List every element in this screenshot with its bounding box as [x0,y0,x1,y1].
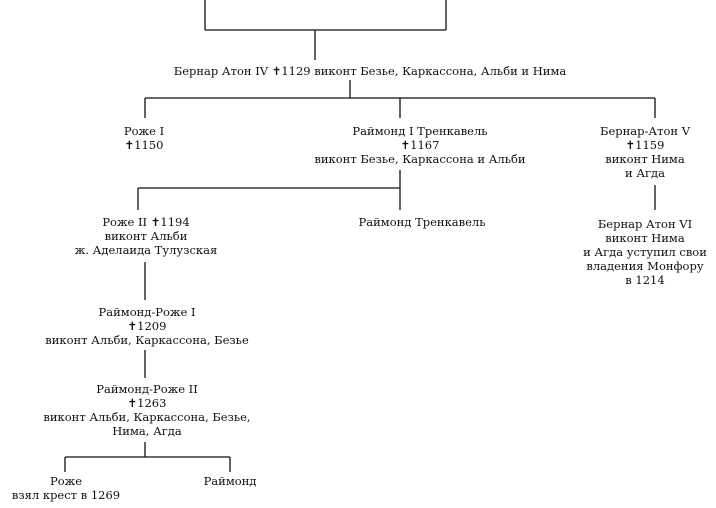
node-title: виконт Нима [605,231,685,245]
node-name: Бернар Атон VI [597,217,693,231]
node-text: Бернар Атон IV ✝1129 виконт Безье, Карка… [173,64,567,78]
node-title-2: Нима, Агда [112,424,182,438]
node-death: ✝1150 [124,138,164,152]
node-name: Роже [49,474,83,488]
node-raymond-i-trencavel: Раймонд I Тренкавель ✝1167 виконт Безье,… [314,124,525,166]
node-title: виконт Нима [605,152,685,166]
node-death: ✝1159 [625,138,665,152]
node-title: виконт Альби [104,229,188,243]
node-death: ✝1209 [127,319,167,333]
node-title: виконт Безье, Каркассона и Альби [314,152,526,166]
node-raymond-last: Раймонд [204,474,257,488]
node-name: Раймонд I Тренкавель [352,124,488,138]
node-name: Раймонд-Роже I [98,305,196,319]
node-bernard-aton-iv: Бернар Атон IV ✝1129 виконт Безье, Карка… [174,64,567,78]
node-name: Роже I [123,124,165,138]
node-bernard-aton-vi: Бернар Атон VI виконт Нима и Агда уступи… [583,217,707,287]
node-roger-crusader: Роже взял крест в 1269 [12,474,120,502]
node-note-3: в 1214 [625,273,665,287]
node-raymond-roger-ii: Раймонд-Роже II ✝1263 виконт Альби, Карк… [43,382,250,438]
node-raymond-roger-i: Раймонд-Роже I ✝1209 виконт Альби, Карка… [45,305,249,347]
node-note-2: владения Монфору [586,259,704,273]
node-death: ✝1263 [127,396,167,410]
node-bernard-aton-v: Бернар-Атон V ✝1159 виконт Нима и Агда [600,124,690,180]
node-name: Раймонд Тренкавель [358,215,486,229]
node-roger-i: Роже I ✝1150 [124,124,164,152]
node-name: Бернар-Атон V [599,124,691,138]
node-spouse: ж. Аделаида Тулузская [74,243,218,257]
node-title: виконт Альби, Каркассона, Безье [45,333,249,347]
node-death: ✝1167 [400,138,440,152]
node-raymond-trencavel: Раймонд Тренкавель [359,215,486,229]
node-name: Раймонд [203,474,257,488]
node-name: Раймонд-Роже II [96,382,198,396]
node-note-1: и Агда уступил свои [583,245,707,259]
node-title-2: и Агда [624,166,665,180]
node-name: Роже II ✝1194 [102,215,190,229]
node-roger-ii: Роже II ✝1194 виконт Альби ж. Аделаида Т… [75,215,217,257]
node-note: взял крест в 1269 [11,488,121,502]
node-title: виконт Альби, Каркассона, Безье, [43,410,251,424]
